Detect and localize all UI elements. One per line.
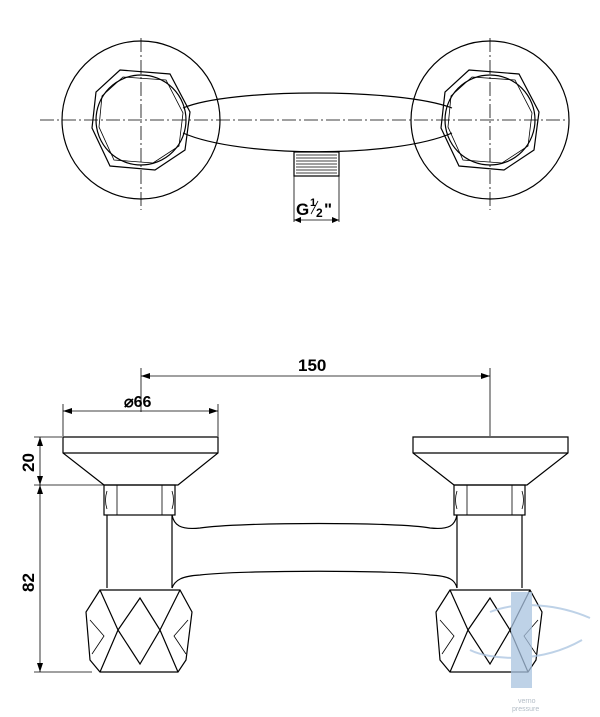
dim-20-label: 20 xyxy=(19,453,38,472)
outlet-thread xyxy=(293,151,340,223)
left-nut-side xyxy=(103,484,176,516)
right-knob xyxy=(444,74,536,166)
watermark-bar xyxy=(511,592,532,688)
top-view: G 1 2 " xyxy=(40,38,570,223)
thread-fraction-bar xyxy=(310,200,319,215)
dim-150-label: 150 xyxy=(298,356,326,375)
left-knob-front xyxy=(85,589,193,673)
watermark-line-1: verno xyxy=(518,698,536,705)
thread-prefix: G xyxy=(296,200,309,219)
front-body xyxy=(171,514,458,589)
thread-fraction-numerator: 1 xyxy=(310,197,316,209)
front-view: 150 ⌀66 20 82 xyxy=(19,356,569,673)
left-flange-side xyxy=(62,436,219,486)
watermark-swoosh xyxy=(469,604,591,659)
thread-fraction-denominator: 2 xyxy=(316,206,323,220)
left-hex-nut xyxy=(91,69,191,171)
right-hex-nut xyxy=(440,69,540,171)
top-body xyxy=(182,92,453,153)
thread-suffix: " xyxy=(324,200,332,219)
right-nut-side xyxy=(453,484,526,516)
dim-66-label: ⌀66 xyxy=(124,394,152,411)
dim-82-label: 82 xyxy=(19,573,38,592)
left-flange xyxy=(61,40,221,200)
right-flange xyxy=(410,40,570,200)
watermark-line-2: pressure xyxy=(512,706,539,713)
left-knob xyxy=(95,74,187,166)
brand-watermark: verno pressure xyxy=(469,592,591,713)
right-flange-side xyxy=(412,436,569,486)
